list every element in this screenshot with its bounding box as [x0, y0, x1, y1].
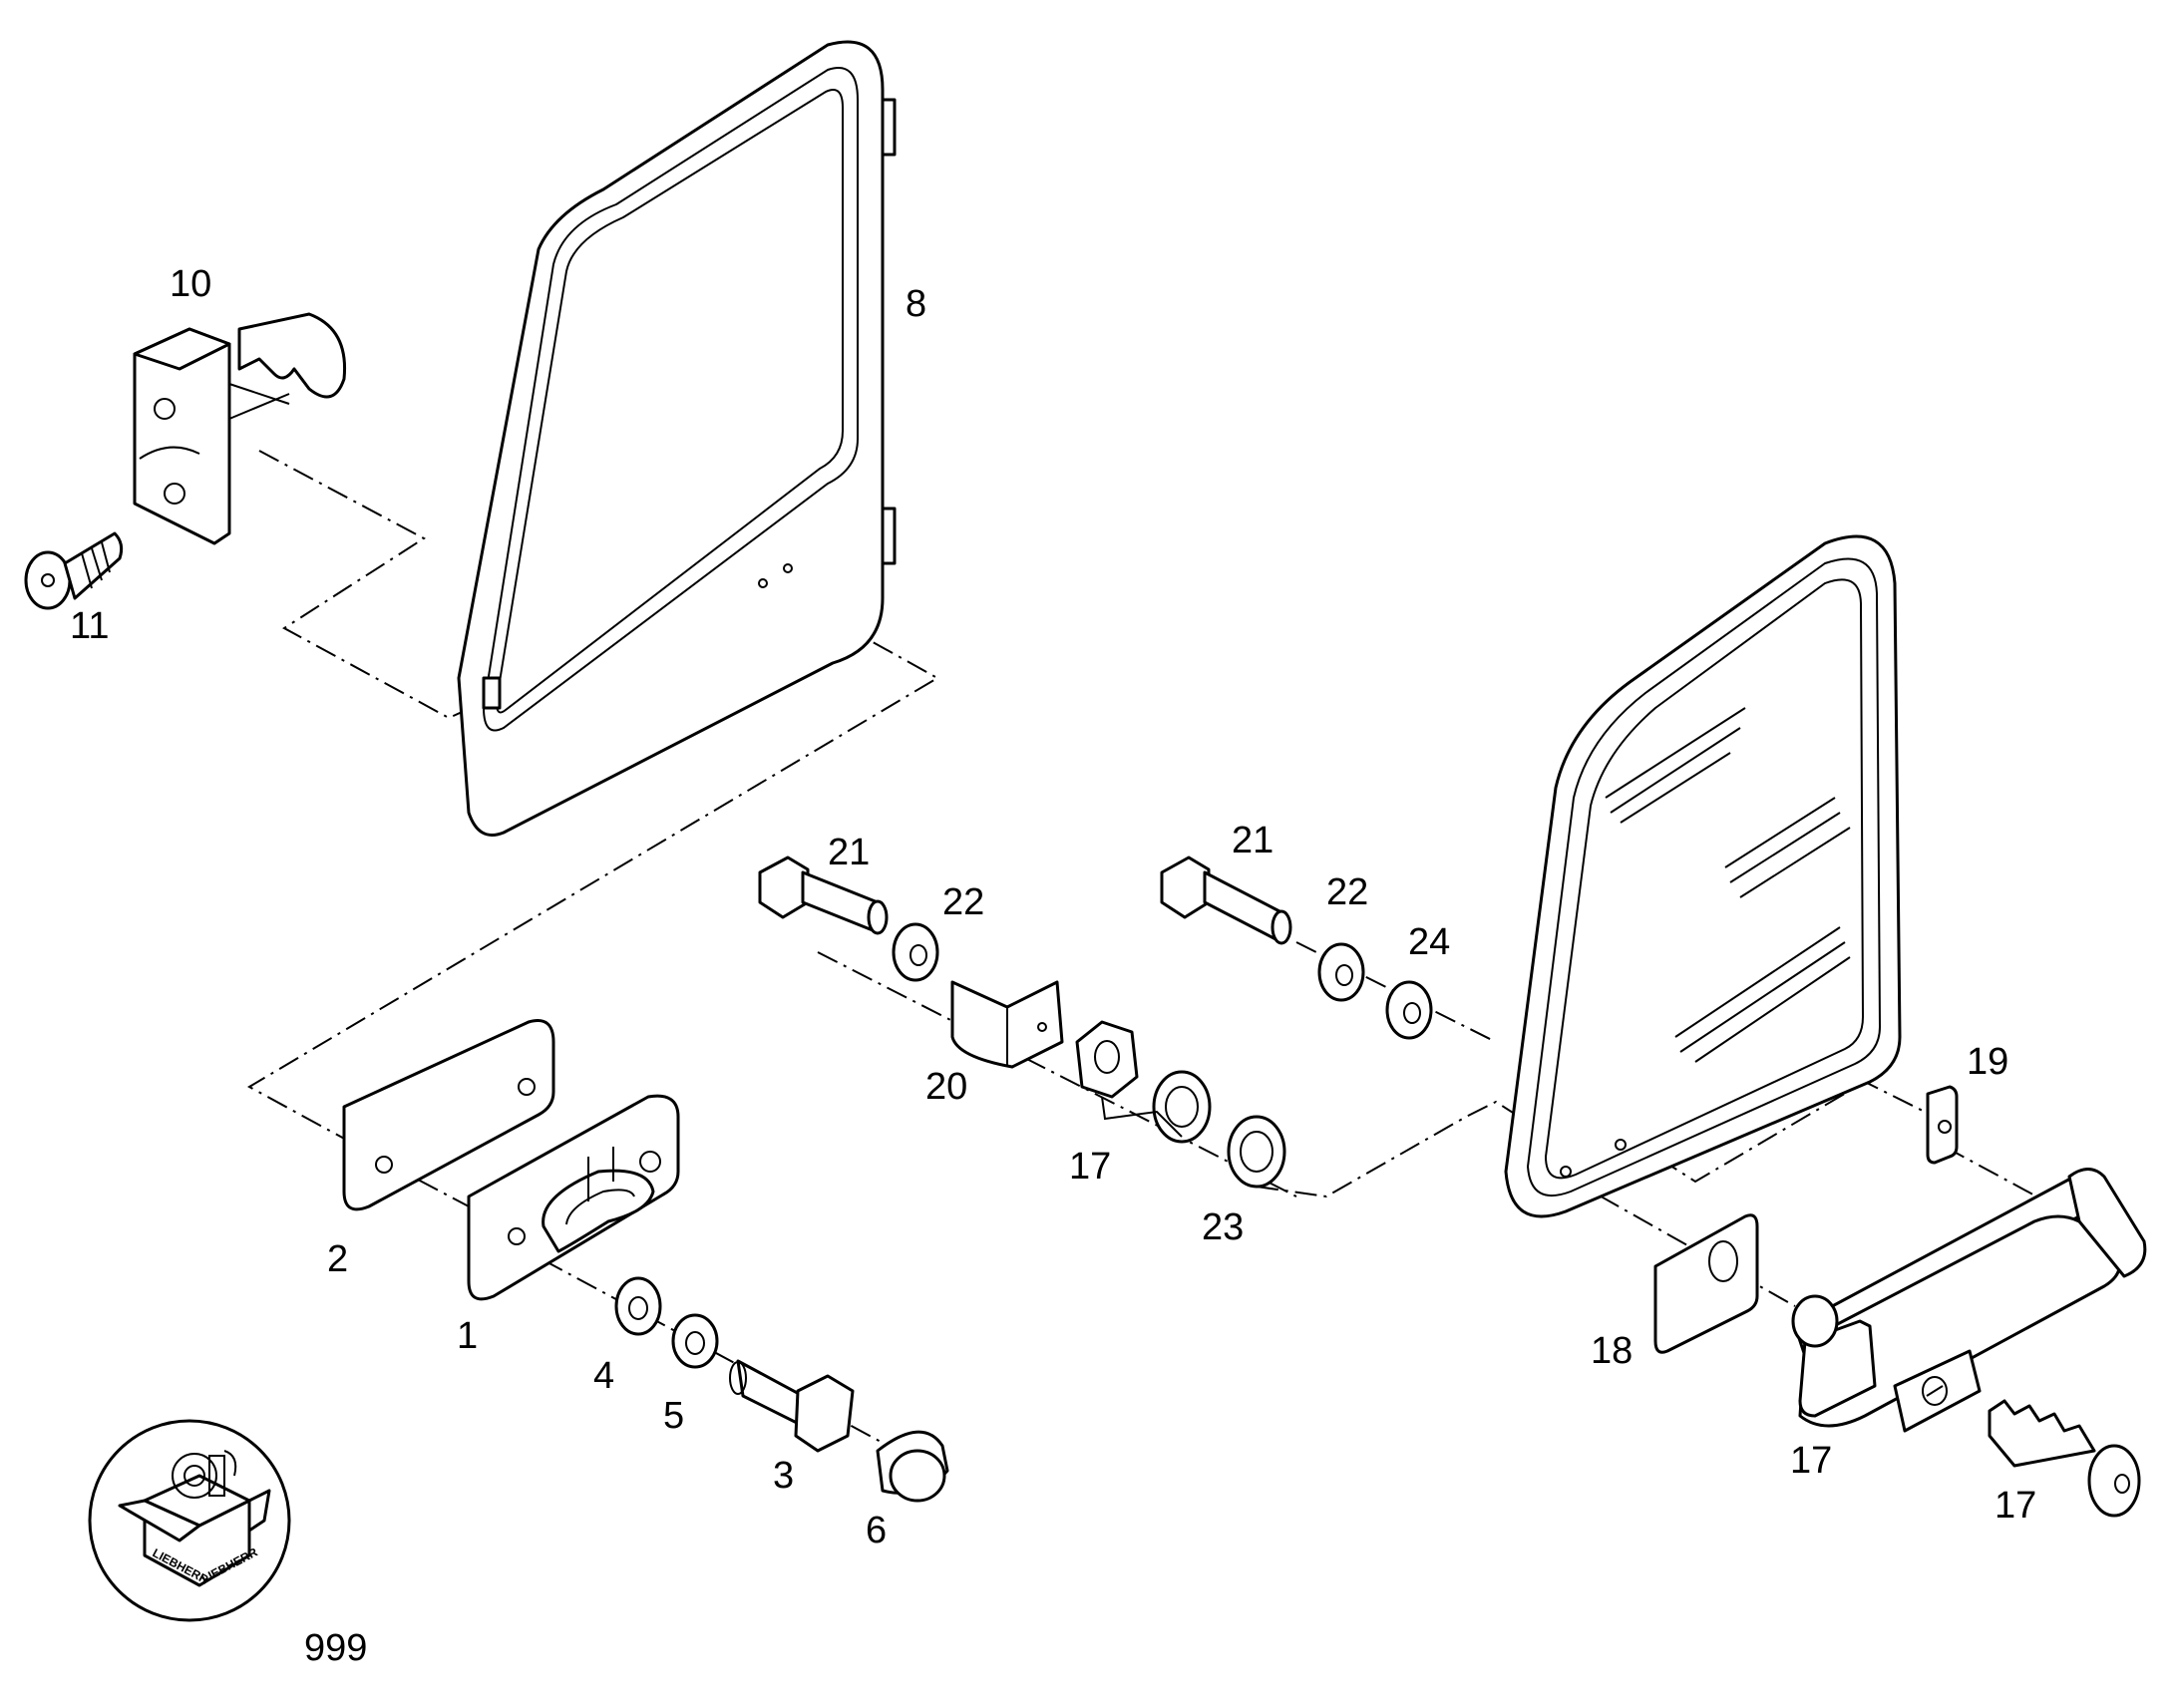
label-part-2: 2: [327, 1238, 348, 1280]
plate-part-18: [1653, 1213, 1759, 1354]
window-glass-panel: [1504, 534, 1902, 1218]
washer-part-24: [1385, 980, 1433, 1040]
kit-box-icon: LIEBHERR LIEBHERR: [88, 1419, 291, 1622]
label-part-23: 23: [1202, 1206, 1244, 1248]
label-part-17-key: 17: [1995, 1485, 2036, 1527]
part-labels: 10 8 11 21 22 21 22 24 20 17 23 19 2 1 4…: [70, 263, 2036, 1669]
label-part-3: 3: [773, 1455, 794, 1497]
washer-part-4: [614, 1276, 662, 1336]
label-part-11: 11: [70, 605, 109, 647]
label-part-4: 4: [593, 1355, 614, 1397]
bolt-part-3: [729, 1359, 855, 1453]
label-part-21-right: 21: [1232, 820, 1273, 861]
label-part-17-nut: 17: [1069, 1146, 1111, 1188]
handle-part-17: [1791, 1168, 2147, 1433]
washer-part-22-left: [892, 922, 939, 982]
bracket-part-1: [467, 1094, 680, 1301]
label-part-22-left: 22: [942, 881, 984, 923]
label-part-1: 1: [457, 1315, 478, 1357]
bracket-part-20: [950, 980, 1064, 1069]
key-part-17: [1988, 1399, 2141, 1518]
label-part-18: 18: [1591, 1330, 1633, 1372]
label-part-21-left: 21: [828, 832, 870, 873]
label-part-5: 5: [663, 1395, 684, 1437]
label-part-6: 6: [866, 1510, 887, 1551]
plate-part-2: [342, 1019, 555, 1211]
label-part-999: 999: [304, 1627, 367, 1669]
cap-part-6: [876, 1430, 949, 1503]
door-frame-part-8: [457, 40, 897, 837]
callout-bracket-17: [1101, 1096, 1183, 1138]
bolt-part-21-left: [758, 855, 889, 935]
screw-part-11: [24, 531, 124, 610]
label-part-10: 10: [170, 263, 211, 305]
washer-part-23: [1227, 1115, 1286, 1189]
washer-part-22-right: [1317, 942, 1365, 1002]
plate-part-19: [1926, 1085, 1959, 1165]
label-part-19: 19: [1967, 1041, 2008, 1083]
bolt-part-21-right: [1160, 855, 1292, 945]
label-part-24: 24: [1408, 921, 1450, 963]
label-part-17-handle: 17: [1790, 1440, 1832, 1482]
label-part-20: 20: [925, 1066, 967, 1108]
nut-part-17: [1075, 1020, 1139, 1099]
label-part-8: 8: [906, 283, 926, 325]
washer-part-17: [1152, 1070, 1212, 1144]
lock-washer-part-5: [671, 1313, 719, 1369]
latch-part-10: [133, 312, 347, 545]
label-part-22-right: 22: [1326, 871, 1368, 913]
